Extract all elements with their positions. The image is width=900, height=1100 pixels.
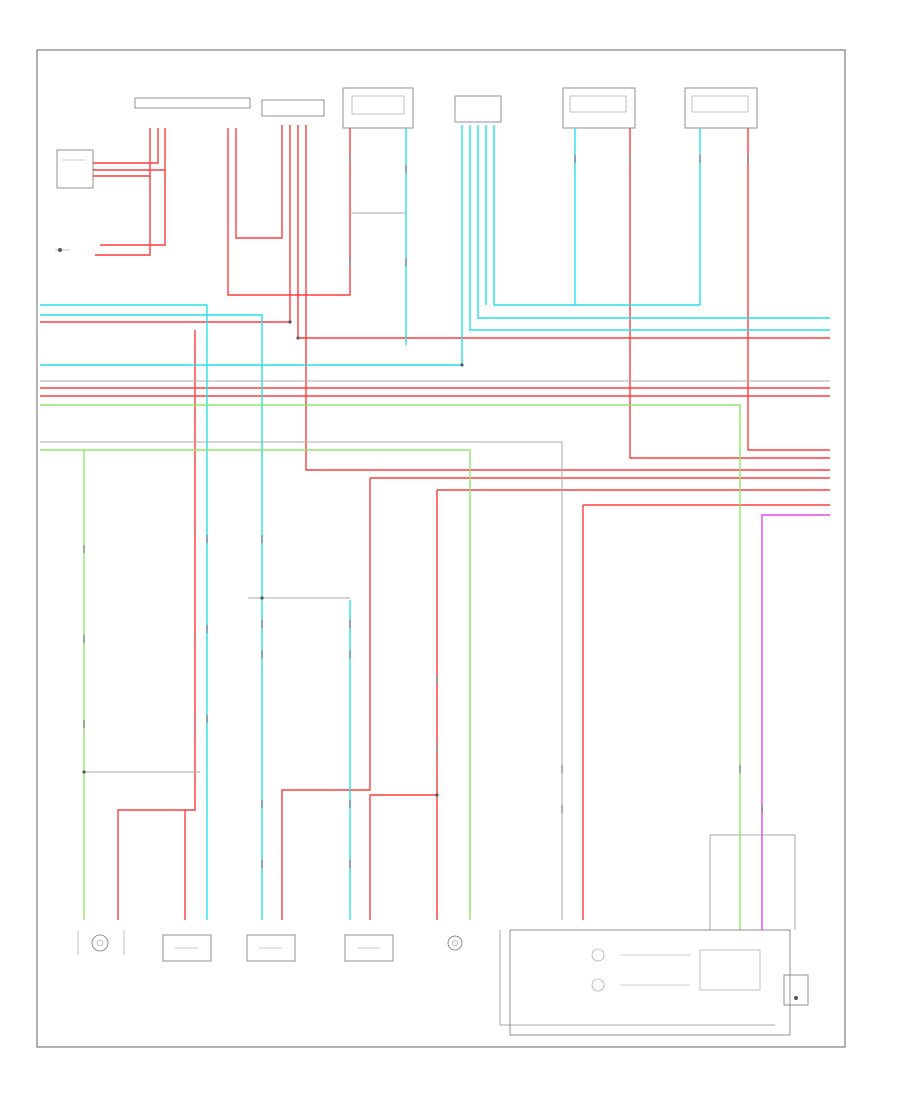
component-fuse-block: [783, 974, 809, 1006]
component-front-door-signal: [454, 95, 502, 123]
component-left-door-panel: [261, 99, 325, 117]
component-left-rear-switch: [342, 87, 414, 129]
connector-ticks: [83, 155, 763, 868]
component-left-rear-speaker: [162, 934, 212, 962]
wire-junctions: [82, 320, 464, 797]
component-left-step-lamp: [562, 87, 636, 129]
diagram-frame: [36, 49, 846, 1048]
component-right-step-lamp: [684, 87, 758, 129]
wire-group-cyan: [40, 125, 830, 920]
component-left-lamp-module: [509, 929, 791, 1036]
wire-group-red: [40, 125, 830, 920]
wire-group-green: [40, 404, 741, 930]
component-left-rear-speaker-2: [344, 934, 394, 962]
component-left-front-speaker: [77, 930, 125, 955]
component-right-front-speaker: [246, 934, 296, 962]
wire-group-gray: [40, 212, 830, 1026]
component-switch-top-left: [55, 149, 94, 252]
wire-group-magenta: [761, 514, 830, 930]
component-left-door-switch-top: [134, 97, 251, 109]
component-left-rear-speaker-3: [447, 935, 463, 951]
